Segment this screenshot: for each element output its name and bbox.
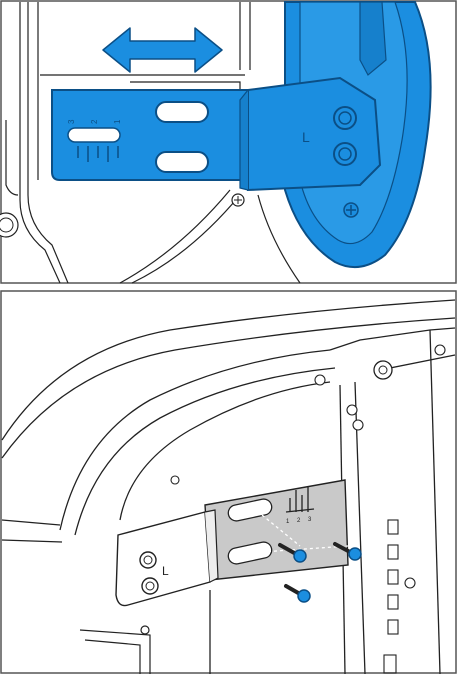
scale-mark-label: 1 [286,519,290,525]
side-vent-slots [383,519,399,674]
adjustment-slot [155,101,209,123]
screw-icon [284,584,311,603]
side-knob [0,212,19,238]
scale-mark-label: 3 [67,119,76,124]
screw-icon [170,344,446,589]
mounting-bolt [139,551,157,569]
adjustment-bracket: 3 2 1 L [51,76,382,192]
top-illustration: 3 2 1 L [0,0,457,284]
screw-icon [231,193,245,207]
bottom-device-outline [1,299,456,674]
adjustment-slot [227,498,273,522]
top-illustration-panel: 3 2 1 L [0,0,457,284]
adjustment-slot [227,541,273,565]
mounting-bolt [333,106,357,130]
double-arrow-icon [102,27,223,73]
adjustment-plate: 1 2 3 [204,479,349,581]
scale-window [67,127,121,143]
top-device-outline [5,2,301,284]
lower-housing [79,625,151,674]
scale-mark-label: 2 [297,518,301,524]
armrest-bracket: L [115,509,219,607]
scale-ticks [77,146,119,162]
scale-mark-label: 2 [90,119,99,124]
scale-mark-label: 1 [113,119,122,124]
mounting-bolt [333,142,357,166]
screw-icon [333,542,362,561]
screw-icon [278,543,307,563]
bottom-illustration-panel: 1 2 3 L [0,290,457,674]
bottom-illustration: 1 2 3 L [0,290,457,674]
scale-mark-label: 3 [308,517,312,523]
side-letter-label: L [302,129,310,145]
bottom-panel-frame [0,290,457,674]
mounting-bolt [141,577,159,595]
scale-ticks [285,486,315,513]
mounting-hole [373,360,393,380]
alignment-guide [261,514,349,553]
adjustment-slot [155,151,209,173]
side-letter-label: L [162,564,169,578]
